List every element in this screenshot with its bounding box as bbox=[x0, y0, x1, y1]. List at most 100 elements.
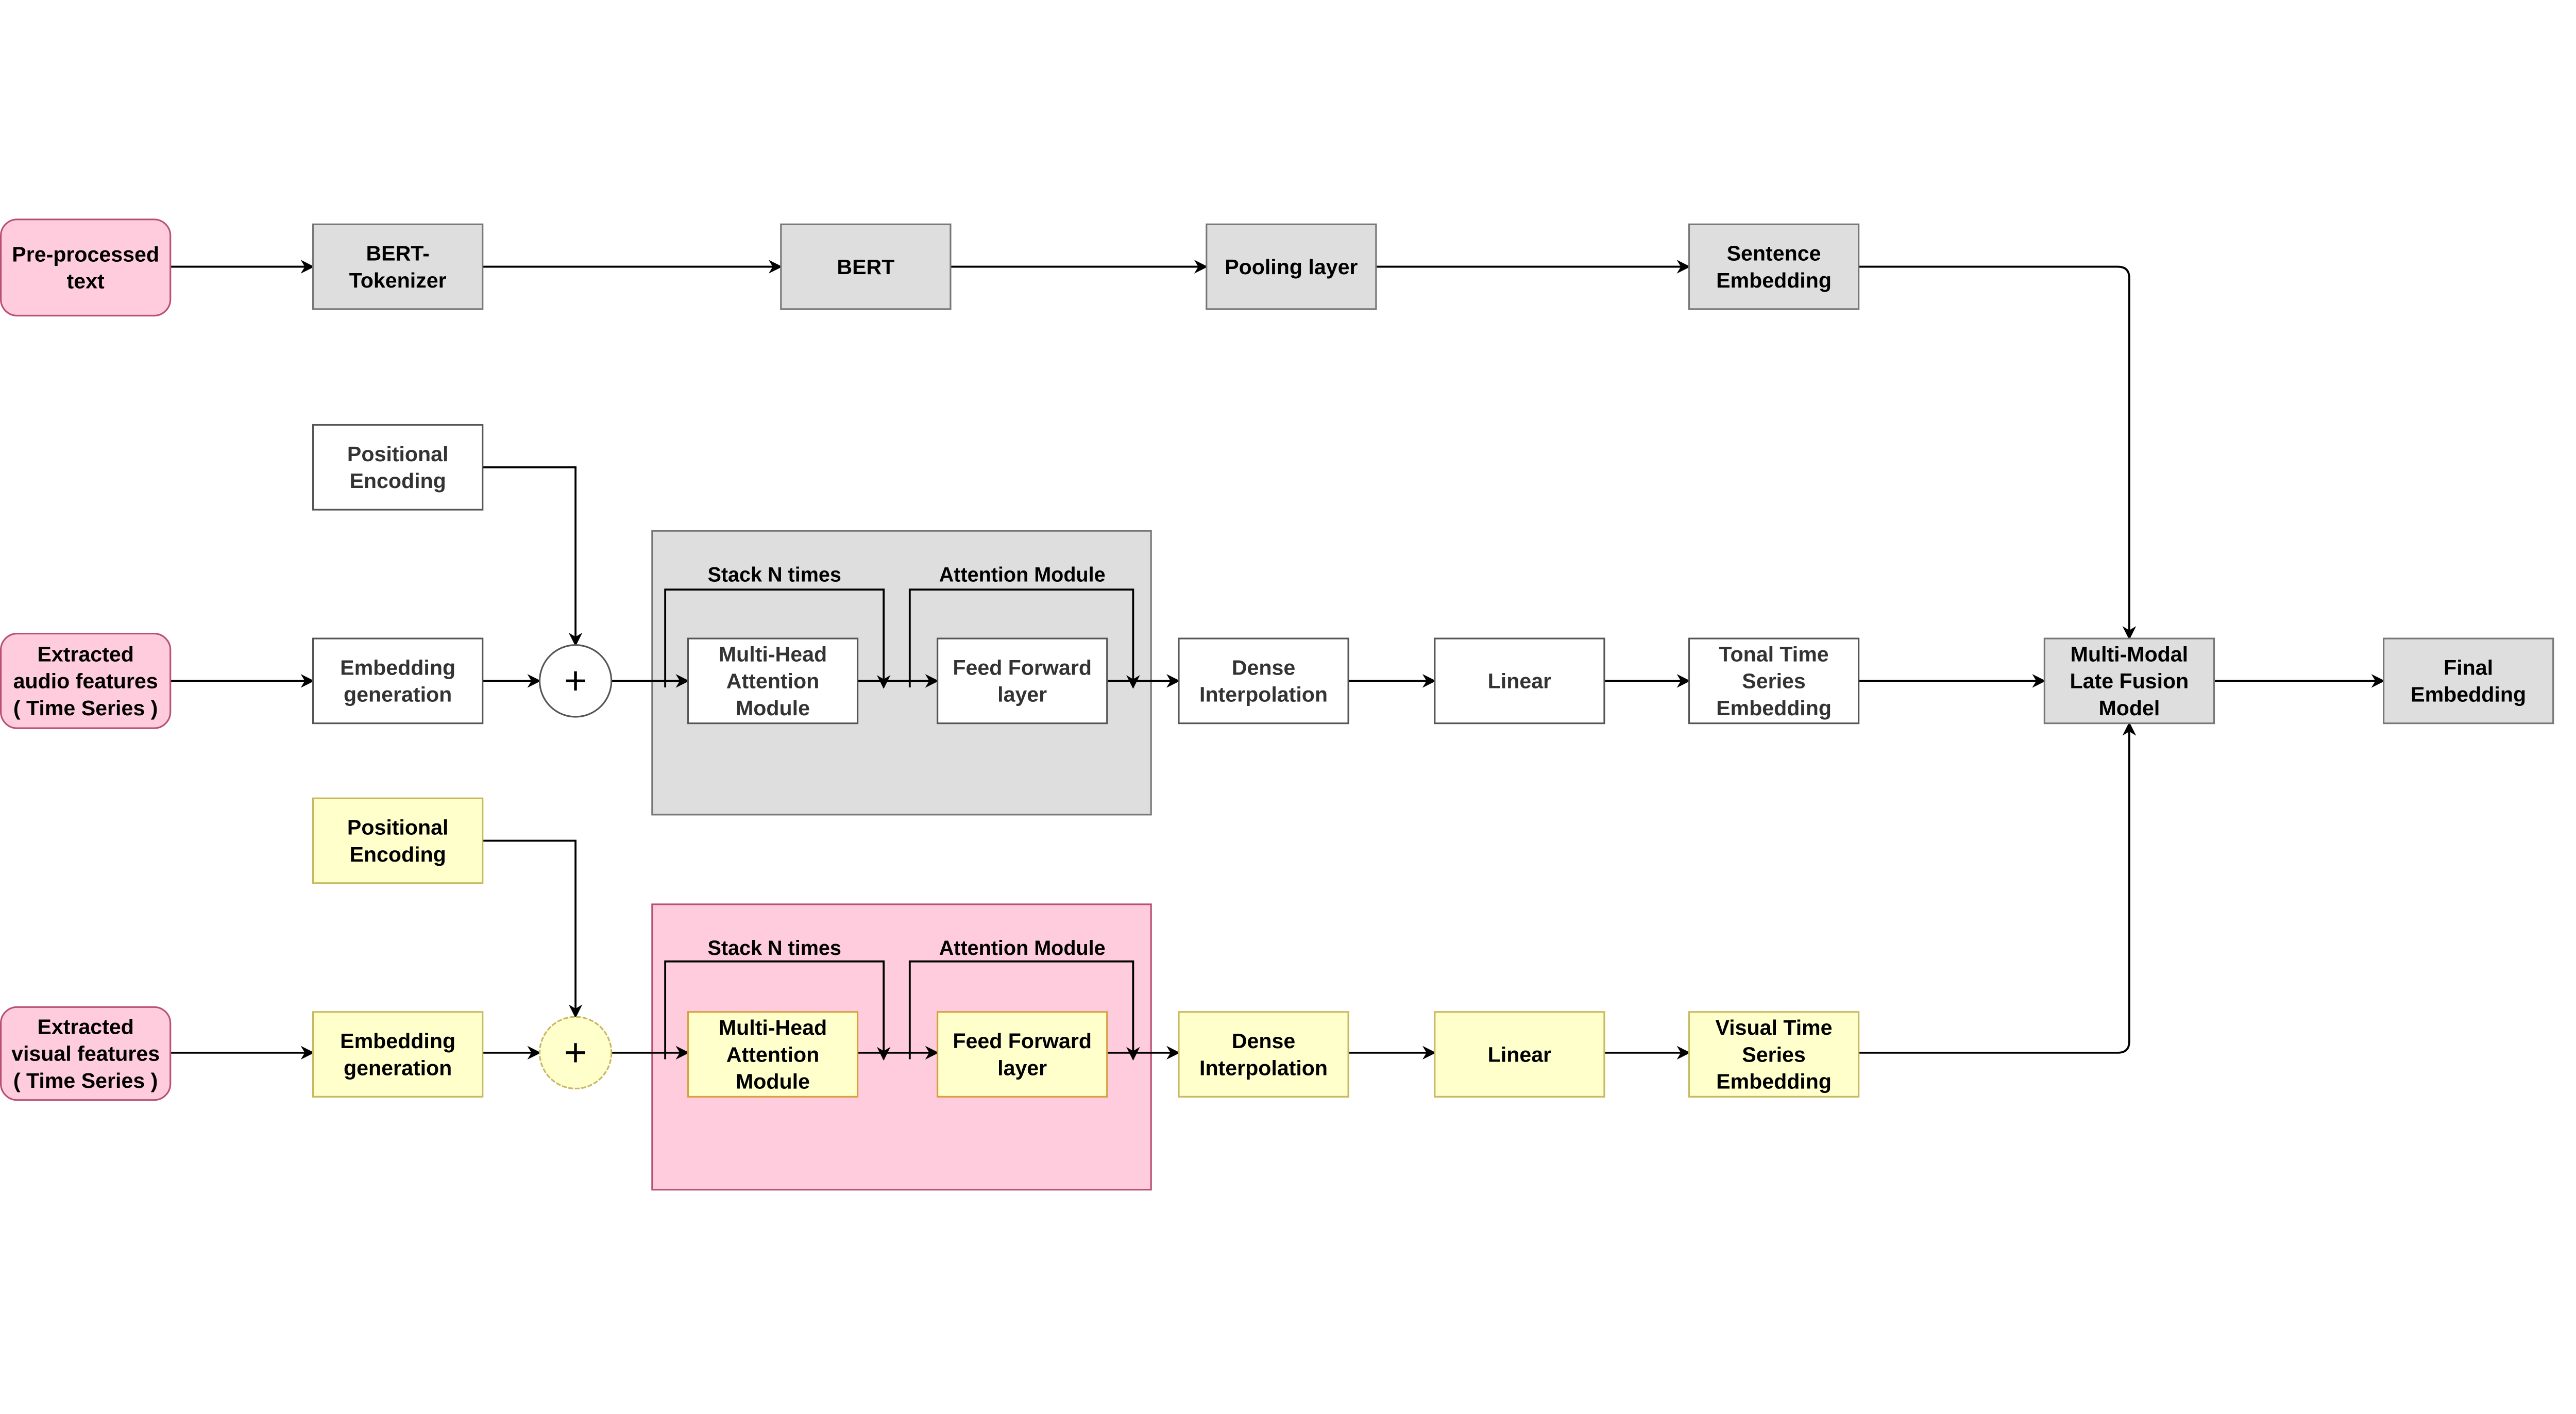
label-line: Attention bbox=[726, 669, 819, 693]
visual-positional-encoding-node-box bbox=[312, 797, 484, 884]
text-input-node-label: Pre-processed text bbox=[12, 242, 159, 293]
visual-linear-node: Linear bbox=[1434, 1011, 1605, 1098]
visual-dense-interpolation-node-box bbox=[1178, 1011, 1349, 1098]
label-line: ( Time Series ) bbox=[13, 1069, 158, 1092]
label-line: Series bbox=[1742, 1042, 1805, 1066]
audio-multi-head-attention-node-box bbox=[687, 637, 859, 725]
text-input-node-box bbox=[0, 218, 172, 317]
label-line: Positional bbox=[347, 442, 449, 466]
label-line: Multi-Head bbox=[719, 1016, 827, 1039]
bert-node-label: BERT bbox=[837, 255, 894, 279]
edge-sentence-to-fusion bbox=[1858, 265, 2137, 640]
label-line: layer bbox=[997, 683, 1047, 706]
bert-node-box bbox=[780, 223, 952, 310]
visual-stack-label: Stack N times bbox=[707, 937, 841, 959]
pooling-layer-node-box bbox=[1206, 223, 1377, 310]
edge-visual-attention-residual-loop bbox=[908, 960, 1140, 1061]
label-line: Embedding bbox=[1716, 268, 1832, 292]
label-line: Dense bbox=[1232, 1029, 1295, 1053]
visual-linear-node-label: Linear bbox=[1488, 1042, 1551, 1066]
visual-linear-node-box bbox=[1434, 1011, 1605, 1098]
label-line: layer bbox=[997, 1056, 1047, 1080]
edge-visual-to-fusion bbox=[1858, 721, 2137, 1054]
plus-symbol: + bbox=[564, 659, 587, 703]
label-line: Feed Forward bbox=[953, 656, 1092, 680]
label-line: generation bbox=[344, 1056, 452, 1080]
visual-add-icon: + bbox=[538, 1016, 613, 1090]
plus-symbol: + bbox=[564, 1031, 587, 1074]
bert-node: BERT bbox=[780, 223, 952, 310]
audio-linear-node-box bbox=[1434, 637, 1605, 725]
audio-attention-label: Attention Module bbox=[939, 563, 1106, 586]
edge-visual-stack-loop bbox=[664, 960, 891, 1061]
edge-audio-stack-loop bbox=[664, 588, 891, 689]
label-line: Pre-processed bbox=[12, 242, 159, 266]
audio-add-icon: + bbox=[538, 644, 613, 718]
visual-embedding-generation-node-box bbox=[312, 1011, 484, 1098]
late-fusion-model-node-box bbox=[2043, 637, 2215, 725]
label-line: Module bbox=[736, 696, 810, 720]
bert-tokenizer-node-box bbox=[312, 223, 484, 310]
visual-input-node-box bbox=[0, 1006, 172, 1101]
bert-tokenizer-node-label: BERT- Tokenizer bbox=[349, 242, 447, 292]
label-line: Embedding bbox=[1716, 1070, 1832, 1093]
label-line: Tokenizer bbox=[349, 268, 447, 292]
visual-feed-forward-node-box bbox=[937, 1011, 1108, 1098]
bert-tokenizer-node: BERT- Tokenizer bbox=[312, 223, 484, 310]
label-line: text bbox=[67, 270, 105, 293]
label-line: Series bbox=[1742, 669, 1805, 693]
visual-multi-head-attention-node-box bbox=[687, 1011, 859, 1098]
label-line: Dense bbox=[1232, 656, 1295, 680]
audio-feed-forward-node-label: Feed Forward layer bbox=[953, 656, 1092, 706]
label-line: Multi-Head bbox=[719, 642, 827, 666]
label-line: Sentence bbox=[1727, 242, 1821, 265]
audio-embedding-generation-node-box bbox=[312, 637, 484, 725]
edge-audio-positional-to-add bbox=[482, 466, 583, 647]
label-line: Embedding bbox=[340, 656, 455, 680]
audio-feed-forward-node: Feed Forward layer bbox=[937, 637, 1108, 725]
pooling-layer-node-label: Pooling layer bbox=[1225, 255, 1358, 279]
label-line: visual features bbox=[11, 1042, 160, 1066]
final-embedding-node-box bbox=[2383, 637, 2554, 725]
label-line: Final bbox=[2444, 656, 2493, 680]
edge-audio-attention-residual-loop bbox=[908, 588, 1140, 689]
audio-feed-forward-node-box bbox=[937, 637, 1108, 725]
label-line: Pooling layer bbox=[1225, 255, 1358, 279]
audio-linear-node-label: Linear bbox=[1488, 669, 1551, 693]
pooling-layer-node: Pooling layer bbox=[1206, 223, 1377, 310]
label-line: Encoding bbox=[349, 843, 446, 866]
label-line: Positional bbox=[347, 816, 449, 839]
label-line: BERT bbox=[837, 255, 894, 279]
label-line: ( Time Series ) bbox=[13, 696, 158, 720]
label-line: BERT- bbox=[366, 242, 429, 265]
label-line: audio features bbox=[13, 669, 158, 693]
label-line: Attention bbox=[726, 1042, 819, 1066]
audio-input-node-box bbox=[0, 633, 172, 729]
label-line: Linear bbox=[1488, 1042, 1551, 1066]
